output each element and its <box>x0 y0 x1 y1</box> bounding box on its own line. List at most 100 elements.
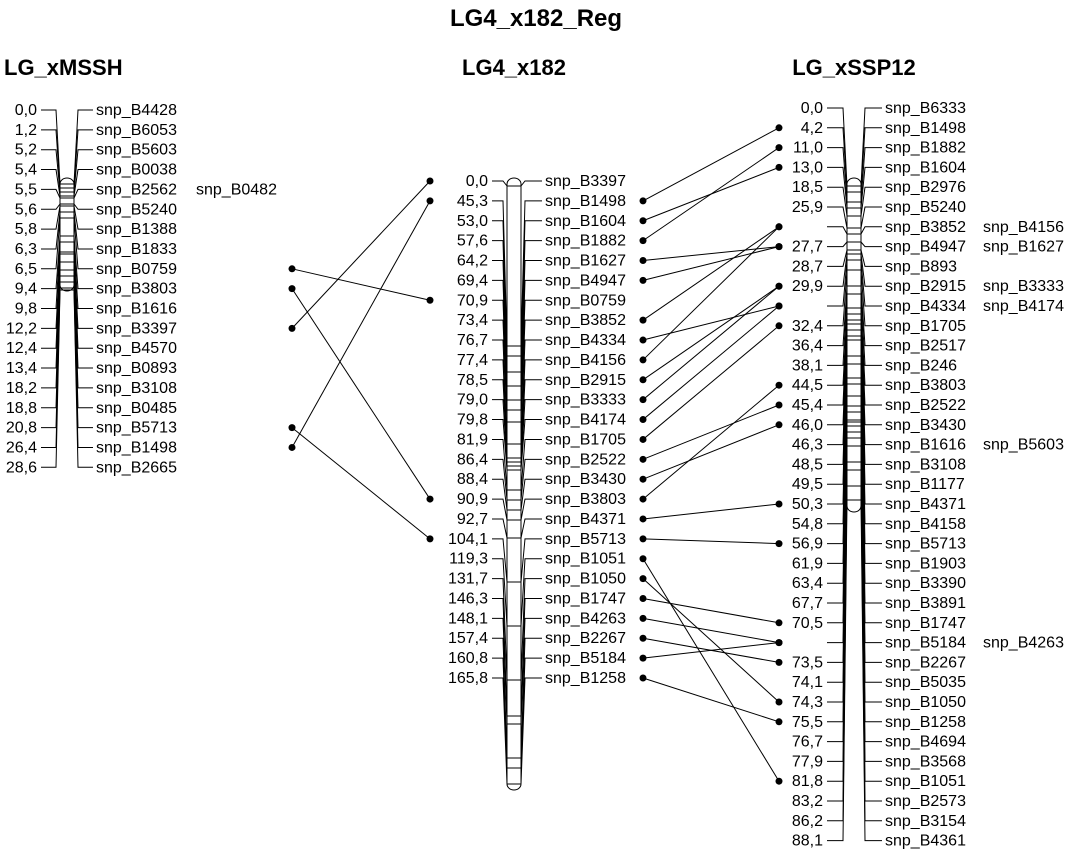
marker-label: snp_B1627 <box>545 253 626 270</box>
link-endpoint <box>775 658 783 666</box>
marker-position: 74,1 <box>792 674 823 691</box>
marker-position: 61,9 <box>792 555 823 572</box>
link-line <box>642 246 780 281</box>
link-line <box>291 180 431 329</box>
label-leader <box>860 226 882 235</box>
marker-position: 5,8 <box>15 221 37 238</box>
link-endpoint <box>639 555 647 563</box>
link-endpoint <box>775 401 783 409</box>
label-leader <box>520 339 542 445</box>
link-line <box>642 424 780 480</box>
marker-label: snp_B3397 <box>96 320 177 337</box>
link-endpoint <box>288 285 296 293</box>
link-line <box>642 226 780 361</box>
marker-label: snp_B1258 <box>885 714 966 731</box>
marker-position: 78,5 <box>457 372 488 389</box>
position-leader <box>827 241 848 248</box>
marker-label: snp_B0893 <box>96 360 177 377</box>
marker-position: 5,4 <box>15 162 37 179</box>
marker-position: 146,3 <box>448 590 488 607</box>
label-leader <box>73 109 93 185</box>
label-leader <box>520 657 542 769</box>
link-line <box>642 617 780 644</box>
label-leader <box>520 399 542 467</box>
marker-label: snp_B1498 <box>885 120 966 137</box>
marker-position: 77,9 <box>792 753 823 770</box>
link-line <box>642 325 780 440</box>
marker-label: snp_B3852 <box>885 219 966 236</box>
marker-label: snp_B1604 <box>885 159 966 176</box>
marker-label: snp_B5603 <box>96 142 177 159</box>
marker-label: snp_B5713 <box>545 531 626 548</box>
marker-position: 46,3 <box>792 437 823 454</box>
marker-position: 45,4 <box>792 397 823 414</box>
marker-position: 157,4 <box>448 630 488 647</box>
marker-label: snp_B2267 <box>545 630 626 647</box>
position-leader <box>492 180 508 187</box>
position-leader <box>492 498 508 521</box>
position-leader <box>492 240 508 373</box>
link-endpoint <box>639 535 647 543</box>
marker-label: snp_B1498 <box>545 193 626 210</box>
marker-label: snp_B0482 <box>196 181 277 198</box>
link-endpoint <box>639 594 647 602</box>
link-line <box>291 268 431 301</box>
position-leader <box>492 220 508 357</box>
label-leader <box>73 217 93 270</box>
marker-label: snp_B4694 <box>885 734 966 751</box>
link-line <box>642 642 780 659</box>
link-endpoint <box>288 324 296 332</box>
marker-label: snp_B5240 <box>96 201 177 218</box>
link-endpoint <box>775 718 783 726</box>
label-leader <box>520 538 542 583</box>
marker-label: snp_B4428 <box>96 102 177 119</box>
label-leader <box>520 438 542 491</box>
middle-group-title: LG4_x182 <box>462 55 566 80</box>
marker-position: 73,5 <box>792 654 823 671</box>
marker-label: snp_B1616 <box>96 301 177 318</box>
link-endpoint <box>639 575 647 583</box>
link-endpoint <box>775 777 783 785</box>
marker-position: 0,0 <box>466 173 488 190</box>
marker-label: snp_B3803 <box>96 281 177 298</box>
link-line <box>642 285 780 401</box>
marker-position: 45,3 <box>457 193 488 210</box>
link-endpoint <box>639 217 647 225</box>
marker-label: snp_B1747 <box>545 590 626 607</box>
position-leader <box>827 249 848 267</box>
marker-label: snp_B4947 <box>545 272 626 289</box>
marker-label: snp_B4371 <box>545 511 626 528</box>
link-endpoint <box>639 356 647 364</box>
position-leader <box>492 399 508 467</box>
marker-label: snp_B5713 <box>885 536 966 553</box>
link-endpoint <box>639 515 647 523</box>
marker-label: snp_B3333 <box>545 392 626 409</box>
marker-label: snp_B2267 <box>885 654 966 671</box>
link-endpoint <box>639 634 647 642</box>
link-endpoint <box>639 257 647 265</box>
link-endpoint <box>288 265 296 273</box>
link-endpoint <box>775 223 783 231</box>
marker-label: snp_B1604 <box>545 213 626 230</box>
marker-position: 32,4 <box>792 318 823 335</box>
